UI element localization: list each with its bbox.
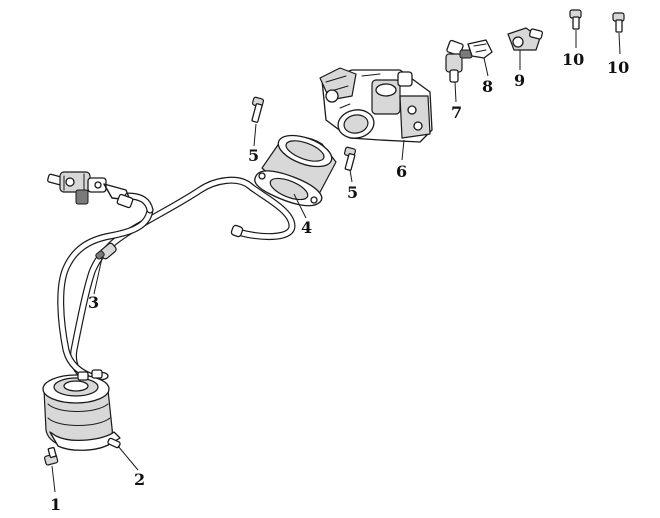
screw-part-10-right [612,12,625,33]
callout-5-lower: 5 [347,183,358,202]
callout-10-left: 10 [562,50,584,69]
callout-7: 7 [451,103,462,122]
bolt-part-5-upper [251,96,265,123]
callout-1: 1 [50,495,61,514]
callout-5-upper: 5 [248,146,259,165]
callout-9: 9 [514,71,525,90]
screw-part-10-left [569,9,582,30]
purge-valve [47,171,134,209]
callout-8: 8 [482,77,493,96]
vacuum-hose-assembly [57,176,296,383]
bolt-part-5-lower [343,146,357,171]
callout-labels: 1 2 3 4 5 5 6 7 8 9 10 10 [50,50,629,514]
leader-lines [51,30,621,493]
injector-clip [467,39,493,59]
bolt-part-1 [44,446,59,466]
callout-4: 4 [301,218,312,237]
intake-adapter [254,134,337,207]
callout-3: 3 [88,293,99,312]
throttle-body [319,67,433,143]
fuel-injector [445,39,473,83]
callout-6: 6 [396,162,407,181]
callout-2: 2 [134,470,145,489]
callout-10-right: 10 [607,58,629,77]
sensor-part-9 [507,27,544,51]
charcoal-canister [42,369,121,451]
